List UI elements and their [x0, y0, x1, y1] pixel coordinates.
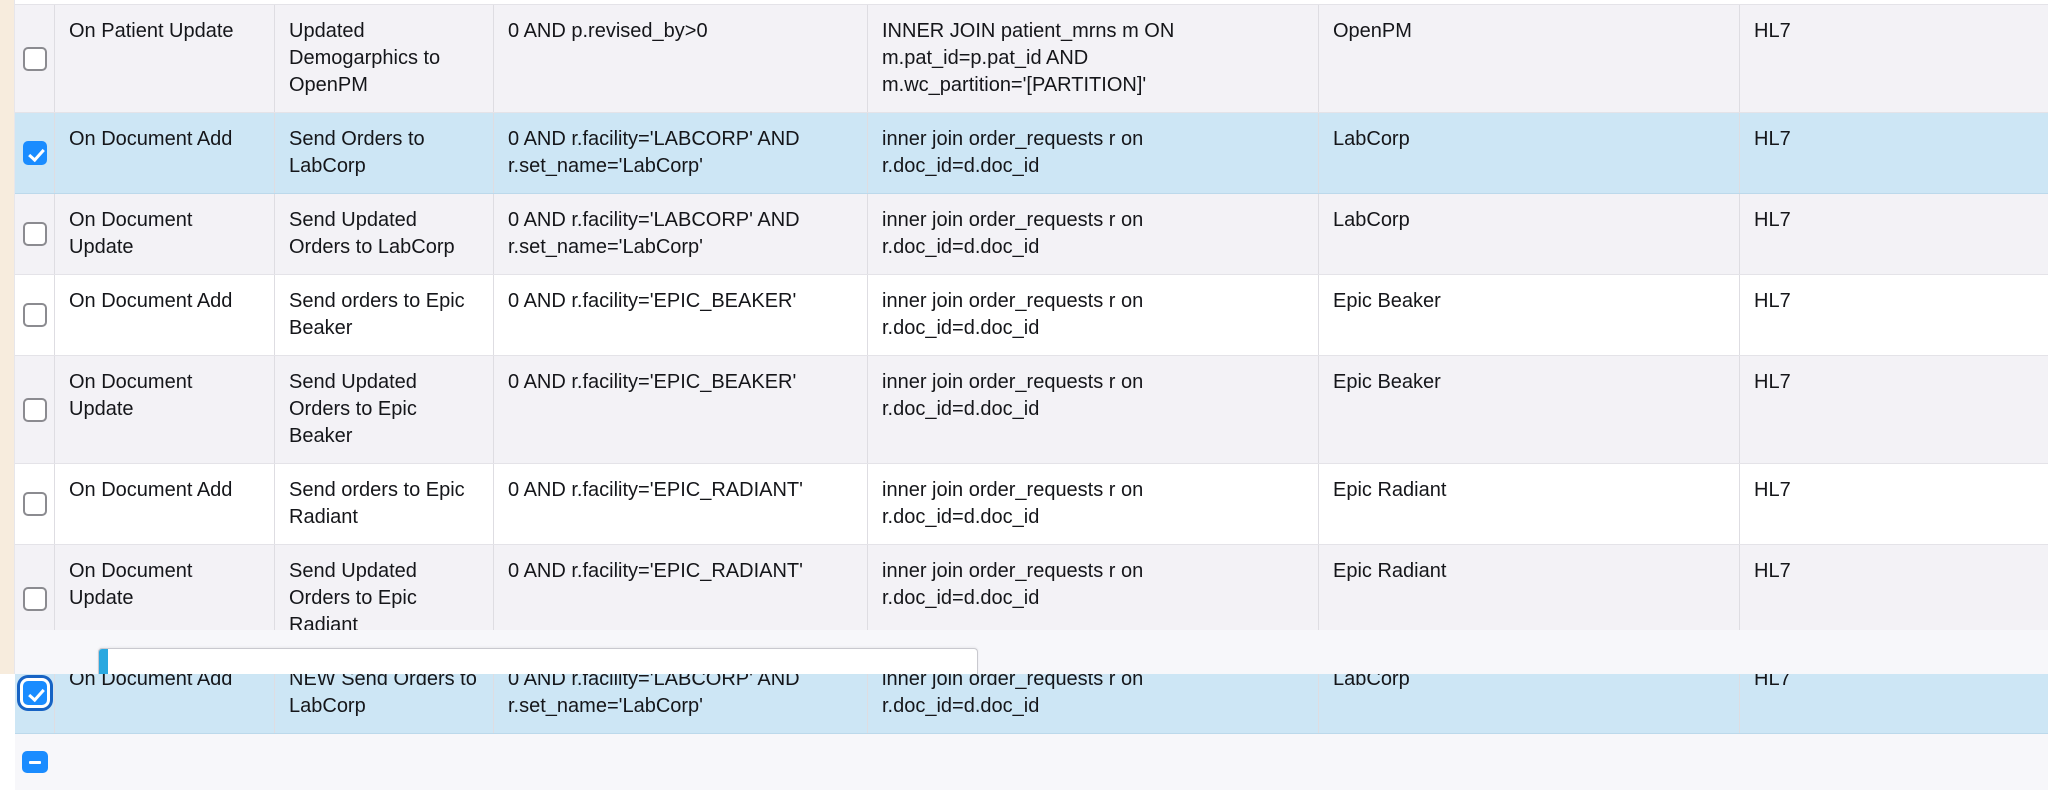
cell-filter[interactable]: 0 AND r.facility='EPIC_BEAKER' — [494, 275, 868, 355]
cell-target[interactable]: Epic Beaker — [1319, 275, 1740, 355]
cell-format[interactable]: HL7 — [1754, 560, 1791, 582]
cell-format[interactable]: HL7 — [1754, 20, 1791, 42]
cell-format[interactable]: HL7 — [1754, 371, 1791, 393]
cell-filter[interactable]: 0 AND r.facility='EPIC_BEAKER' — [494, 356, 868, 463]
cell-join[interactable]: inner join order_requests r on r.doc_id=… — [868, 545, 1319, 652]
group-footer-row — [15, 734, 2048, 790]
cell-event[interactable]: On Document Update — [55, 545, 275, 652]
row-checkbox[interactable] — [22, 303, 47, 327]
cell-join[interactable]: inner join order_requests r on r.doc_id=… — [868, 356, 1319, 463]
cell-format[interactable]: HL7 — [1754, 209, 1791, 231]
minus-icon[interactable] — [22, 751, 48, 773]
cell-filter[interactable]: 0 AND r.facility='EPIC_RADIANT' — [494, 545, 868, 652]
cell-join[interactable]: INNER JOIN patient_mrns m ON m.pat_id=p.… — [868, 5, 1319, 112]
row-checkbox[interactable] — [22, 397, 47, 422]
detail-subpanel[interactable] — [98, 648, 978, 674]
cell-name[interactable]: Send Updated Orders to Epic Beaker — [275, 356, 494, 463]
cell-target[interactable]: Epic Radiant — [1319, 464, 1740, 544]
cell-name[interactable]: Send Updated Orders to LabCorp — [275, 194, 494, 274]
gutter-divider — [14, 0, 15, 674]
cell-filter[interactable]: 0 AND r.facility='LABCORP' AND r.set_nam… — [494, 194, 868, 274]
cell-event[interactable]: On Document Add — [55, 275, 275, 355]
row-checkbox[interactable] — [22, 46, 47, 71]
group-footer-gutter — [15, 751, 55, 773]
cell-join[interactable]: inner join order_requests r on r.doc_id=… — [868, 464, 1319, 544]
row-select-cell[interactable] — [15, 5, 55, 112]
row-checkbox[interactable] — [22, 586, 47, 611]
cell-format[interactable]: HL7 — [1754, 128, 1791, 150]
cell-filter[interactable]: 0 AND r.facility='EPIC_RADIANT' — [494, 464, 868, 544]
minus-icon-bar — [29, 760, 41, 764]
cell-name[interactable]: Send orders to Epic Radiant — [275, 464, 494, 544]
cell-event[interactable]: On Document Update — [55, 194, 275, 274]
row-checkbox[interactable] — [22, 492, 47, 516]
cell-target[interactable]: LabCorp — [1319, 113, 1740, 193]
cell-event[interactable]: On Document Add — [55, 113, 275, 193]
row-checkbox[interactable] — [22, 222, 47, 246]
row-select-cell[interactable] — [15, 113, 55, 193]
row-checkbox-checked[interactable] — [22, 141, 47, 165]
row-select-cell[interactable] — [15, 464, 55, 544]
cell-event[interactable]: On Document Add — [55, 464, 275, 544]
cell-format[interactable]: HL7 — [1754, 290, 1791, 312]
cell-target[interactable]: LabCorp — [1319, 194, 1740, 274]
row-select-cell[interactable] — [15, 275, 55, 355]
cell-name[interactable]: Send Orders to LabCorp — [275, 113, 494, 193]
cell-target[interactable]: OpenPM — [1319, 5, 1740, 112]
partial-row-above — [15, 0, 2048, 5]
cell-event[interactable]: On Patient Update — [55, 5, 275, 112]
cell-name[interactable]: Send orders to Epic Beaker — [275, 275, 494, 355]
cell-join[interactable]: inner join order_requests r on r.doc_id=… — [868, 113, 1319, 193]
detail-subpanel-accent-tab — [99, 649, 108, 674]
row-select-cell[interactable] — [15, 545, 55, 652]
left-gutter-strip — [0, 0, 14, 674]
cell-filter[interactable]: 0 AND p.revised_by>0 — [494, 5, 868, 112]
cell-event[interactable]: On Document Update — [55, 356, 275, 463]
cell-join[interactable]: inner join order_requests r on r.doc_id=… — [868, 275, 1319, 355]
cell-format[interactable]: HL7 — [1754, 479, 1791, 501]
row-select-cell[interactable] — [15, 194, 55, 274]
cell-join[interactable]: inner join order_requests r on r.doc_id=… — [868, 194, 1319, 274]
cell-target[interactable]: Epic Radiant — [1319, 545, 1740, 652]
row-checkbox-checked[interactable] — [22, 681, 47, 705]
cell-filter[interactable]: 0 AND r.facility='LABCORP' AND r.set_nam… — [494, 113, 868, 193]
row-select-cell[interactable] — [15, 356, 55, 463]
cell-target[interactable]: Epic Beaker — [1319, 356, 1740, 463]
cell-name[interactable]: Updated Demogarphics to OpenPM — [275, 5, 494, 112]
